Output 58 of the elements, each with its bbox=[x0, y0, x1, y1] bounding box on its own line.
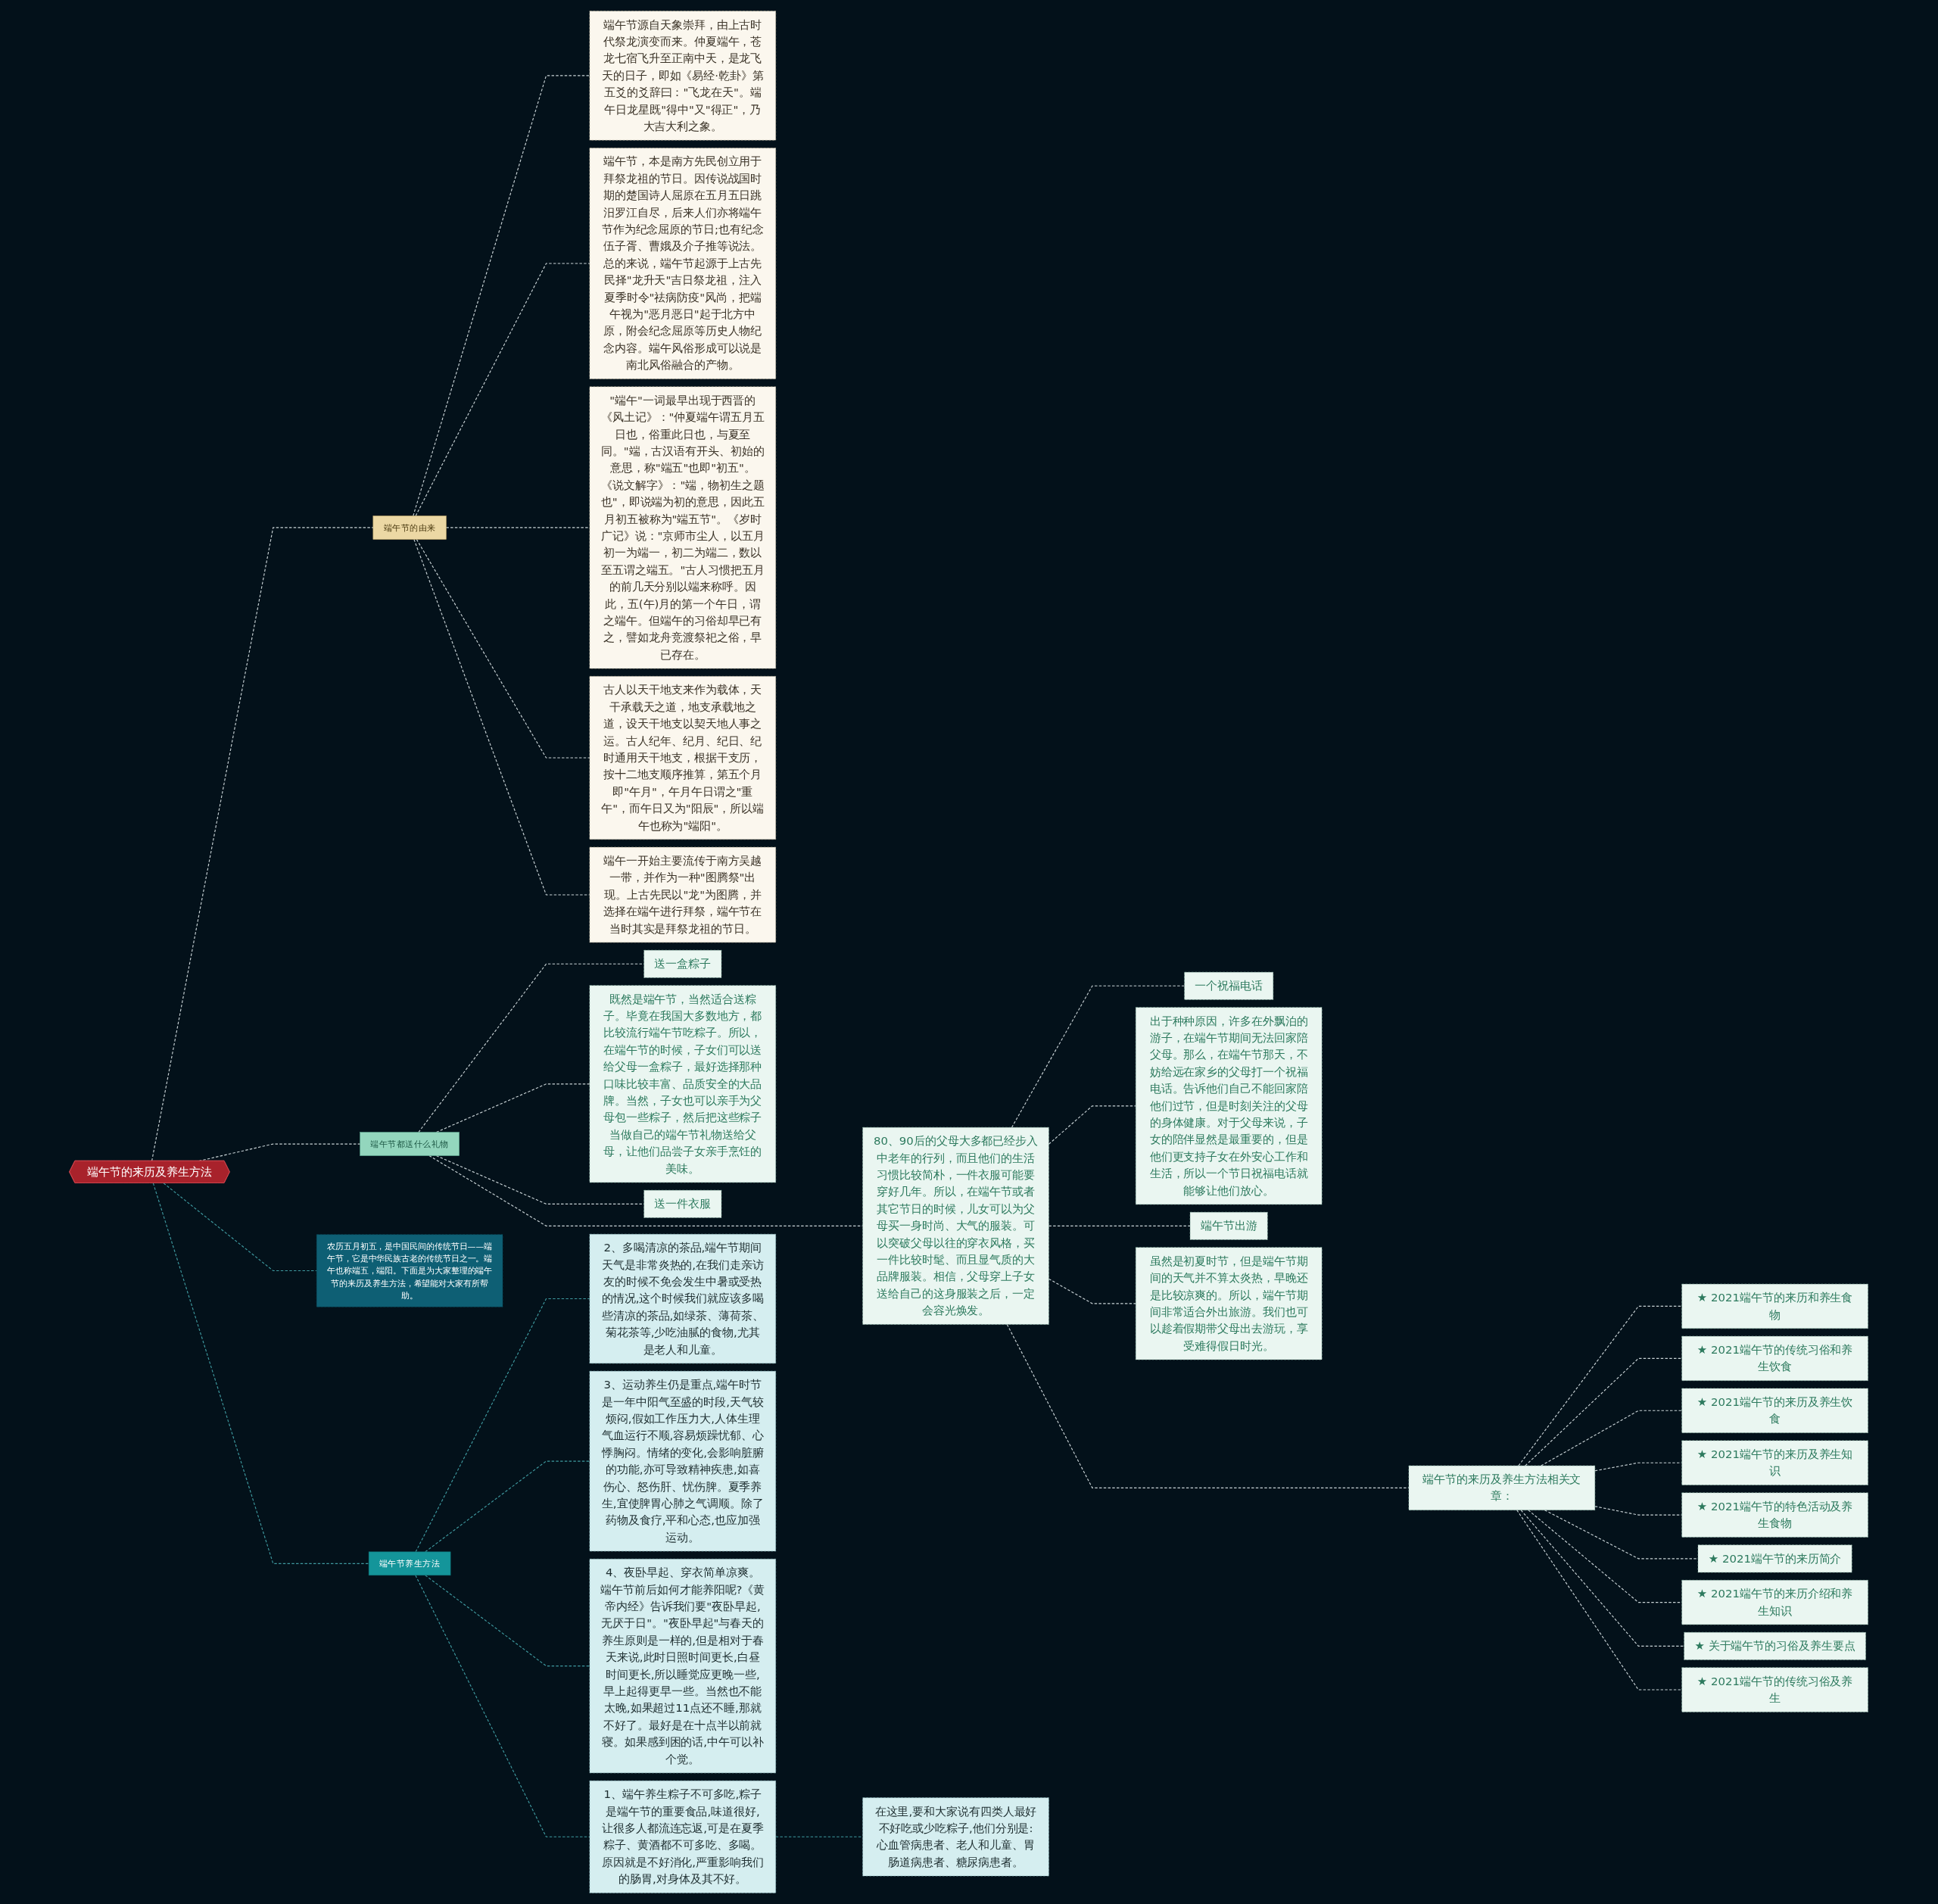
connector bbox=[413, 538, 590, 896]
connector bbox=[425, 1460, 590, 1553]
node-box: 端午节养生方法 bbox=[369, 1551, 451, 1576]
connector bbox=[775, 1836, 864, 1837]
connector bbox=[416, 263, 590, 516]
node-box: 既然是端午节，当然适合送粽子。毕竟在我国大多数地方，都比较流行端午节吃粽子。所以，在端午节的时候，子女们可以送给父母一盒粽子，最好选择那种口味比较丰富、品质安全的大品牌。当然，子女也可以亲手为父母包一些粽子，然后把这些粽子当做自己的端午节礼物送给父母，让他们品尝子女亲手烹饪的美味。 bbox=[590, 985, 777, 1183]
connector bbox=[1525, 1357, 1683, 1466]
node-box: ★ 2021端午节的传统习俗及养生 bbox=[1681, 1667, 1869, 1712]
node-box: 农历五月初五，是中国民间的传统节日——端午节，它是中华民族古老的传统节日之一。端午也称端五，端阳。下面是为大家整理的端午节的来历及养生方法，希望能对大家有所帮助。 bbox=[316, 1234, 503, 1307]
node-box: 3、运动养生仍是重点,端午时节是一年中阳气至盛的时段,天气较烦闷,假如工作压力大,人体生理气血运行不顺,容易烦躁忧郁、心悸胸闷。情绪的变化,会影响脏腑的功能,亦可导致精神疾患,如喜伤心、怒伤肝、忧伤脾。夏季养生,宜使脾胃心肺之气调顺。除了药物及食疗,平和心态,也应加强运动。 bbox=[590, 1370, 777, 1552]
node-box: 端午节的来历及养生方法相关文章： bbox=[1409, 1465, 1596, 1510]
connector bbox=[151, 527, 374, 1162]
node-box: ★ 2021端午节的来历和养生食物 bbox=[1681, 1283, 1869, 1329]
connector bbox=[1007, 1323, 1410, 1488]
node-box: 2、多喝清凉的茶品,端午节期间天气是非常炎热的,在我们走亲访友的时候不免会发生中暑或受热的情况,这个时候我们就应该多喝些清凉的茶品,如绿茶、薄荷茶、菊花茶等,少吃油腻的食物,尤其是老人和儿童。 bbox=[590, 1233, 777, 1364]
connector bbox=[1048, 1225, 1192, 1226]
node-box: 端午节源自天象崇拜，由上古时代祭龙演变而来。仲夏端午，苍龙七宿飞升至正南中天，是龙飞天的日子，即如《易经·乾卦》第五爻的爻辞曰："飞龙在天"。端午日龙星既"得中"又"得正"，乃大吉大利之象。 bbox=[590, 11, 777, 141]
node-box: 80、90后的父母大多都已经步入中老年的行列，而且他们的生活习惯比较简朴，一件衣服可能要穿好几年。所以，在端午节或者其它节日的时候，儿女可以为父母买一身时尚、大气的服装。可以突破父母以往的穿衣风格，买一件比较时髦、而且显气质的大品牌服装。相信，父母穿上子女送给自己的这身服装之后，一定会容光焕发。 bbox=[862, 1127, 1050, 1325]
node-box: 1、端午养生粽子不可多吃,粽子是端午节的重要食品,味道很好,让很多人都流连忘返,可是在夏季粽子、黄酒都不可多吃、多喝。原因就是不好消化,严重影响我们的肠胃,对身体及其不好。 bbox=[590, 1780, 777, 1893]
connector bbox=[1594, 1462, 1683, 1472]
connector bbox=[1518, 1305, 1683, 1466]
node-box: 端午节的由来 bbox=[373, 516, 447, 540]
node-box: ★ 2021端午节的来历简介 bbox=[1698, 1544, 1852, 1573]
node-box: ★ 2021端午节的传统习俗和养生饮食 bbox=[1681, 1335, 1869, 1381]
connector bbox=[415, 1575, 590, 1837]
node-box: 端午节出游 bbox=[1190, 1211, 1269, 1240]
node-box: ★ 关于端午节的习俗及养生要点 bbox=[1684, 1631, 1867, 1660]
node-box: 端午节都送什么礼物 bbox=[360, 1132, 460, 1156]
connector bbox=[1011, 985, 1186, 1128]
node-box: 端午一开始主要流传于南方吴越一带，并作为一种"图腾祭"出现。上古先民以"龙"为图腾，并选择在端午进行拜祭，端午节在当时其实是拜祭龙祖的节日。 bbox=[590, 846, 777, 943]
connector bbox=[425, 1575, 590, 1667]
node-box: ★ 2021端午节的特色活动及养生食物 bbox=[1681, 1492, 1869, 1538]
connector bbox=[1541, 1410, 1683, 1466]
node-box: 送一盒粽子 bbox=[643, 949, 722, 978]
node-box: 4、夜卧早起、穿衣简单凉爽。端午节前后如何才能养阳呢?《黄帝内经》告诉我们要"夜卧早起,无厌于日"。"夜卧早起"与春天的养生原则是一样的,但是相对于春天来说,此时日照时间更长,白昼时间更长,所以睡觉应更晚一些,早上起得更早一些。当然也不能太晚,如果超过11点还不睡,那就不好了。最好是在十点半以前就寝。如果感到困的话,中午可以补个觉。 bbox=[590, 1559, 777, 1774]
node-box: "端午"一词最早出现于西晋的《风土记》："仲夏端午谓五月五日也，俗重此日也，与夏至同。"端，古汉语有开头、初始的意思，称"端五"也即"初五"。《说文解字》："端，物初生之题也"，即说端为初的意思，因此五月初五被称为"端五节"。《岁时广记》说："京师市尘人，以五月初一为端一，初二为端二，数以至五谓之端五。"古人习惯把五月的前几天分别以端来称呼。因此，五(午)月的第一个午日，谓之端午。但端午的习俗却早已有之，譬如龙舟竞渡祭祀之俗，早已存在。 bbox=[590, 386, 777, 669]
node-box: 一个祝福电话 bbox=[1184, 971, 1274, 1000]
node-box: 送一件衣服 bbox=[643, 1189, 722, 1218]
connector bbox=[153, 1183, 370, 1564]
connector bbox=[1528, 1510, 1683, 1603]
node-box: 虽然是初夏时节，但是端午节期间的天气并不算太炎热，早晚还是比较凉爽的。所以，端午节期间非常适合外出旅游。我们也可以趁着假期带父母出去游玩，享受难得假日时光。 bbox=[1136, 1247, 1323, 1360]
node-box: ★ 2021端午节的来历及养生饮食 bbox=[1681, 1388, 1869, 1433]
connector bbox=[1516, 1510, 1683, 1691]
connector bbox=[436, 1083, 590, 1133]
connector bbox=[1048, 1278, 1137, 1304]
connector bbox=[1048, 1105, 1137, 1145]
node-box: 在这里,要和大家说有四类人最好不好吃或少吃粽子,他们分别是:心血管病患者、老人和儿童、胃肠道病患者、糖尿病患者。 bbox=[862, 1797, 1050, 1877]
node-box: 出于种种原因，许多在外飘泊的游子，在端午节期间无法回家陪父母。那么，在端午节那天，不妨给远在家乡的父母打一个祝福电话。告诉他们自己不能回家陪他们过节，但是时刻关注的父母的身体健康。对于父母来说，子女的陪伴显然是最重要的，但是他们更支持子女在外安心工作和生活，所以一个节日祝福电话就能够让他们放心。 bbox=[1136, 1007, 1323, 1205]
node-box: ★ 2021端午节的来历及养生知识 bbox=[1681, 1440, 1869, 1485]
connector bbox=[163, 1183, 318, 1272]
node-box: 古人以天干地支来作为载体，天干承载天之道，地支承载地之道，设天干地支以契天地人事之运。古人纪年、纪月、纪日、纪时通用天干地支，根据干支历，按十二地支顺序推算，第五个月即"午月"，午月午日谓之"重午"，而午日又为"阳辰"，所以端午也称为"端阳"。 bbox=[590, 676, 777, 840]
connector bbox=[1521, 1510, 1685, 1647]
connector bbox=[413, 75, 590, 516]
node-box: ★ 2021端午节的来历介绍和养生知识 bbox=[1681, 1580, 1869, 1625]
connector bbox=[1594, 1506, 1683, 1516]
node-box: 端午节，本是南方先民创立用于拜祭龙祖的节日。因传说战国时期的楚国诗人屈原在五月五日跳汨罗江自尽，后来人们亦将端午节作为纪念屈原的节日;也有纪念伍子胥、曹娥及介子推等说法。总的来说，端午节起源于上古先民择"龙升天"吉日祭龙祖，注入夏季时令"祛病防疫"风尚，把端午视为"恶月恶日"起于北方中原，附会纪念屈原等历史人物纪念内容。端午风俗形成可以说是南北风俗融合的产物。 bbox=[590, 148, 777, 379]
connector bbox=[416, 1298, 590, 1553]
connector bbox=[416, 538, 590, 759]
